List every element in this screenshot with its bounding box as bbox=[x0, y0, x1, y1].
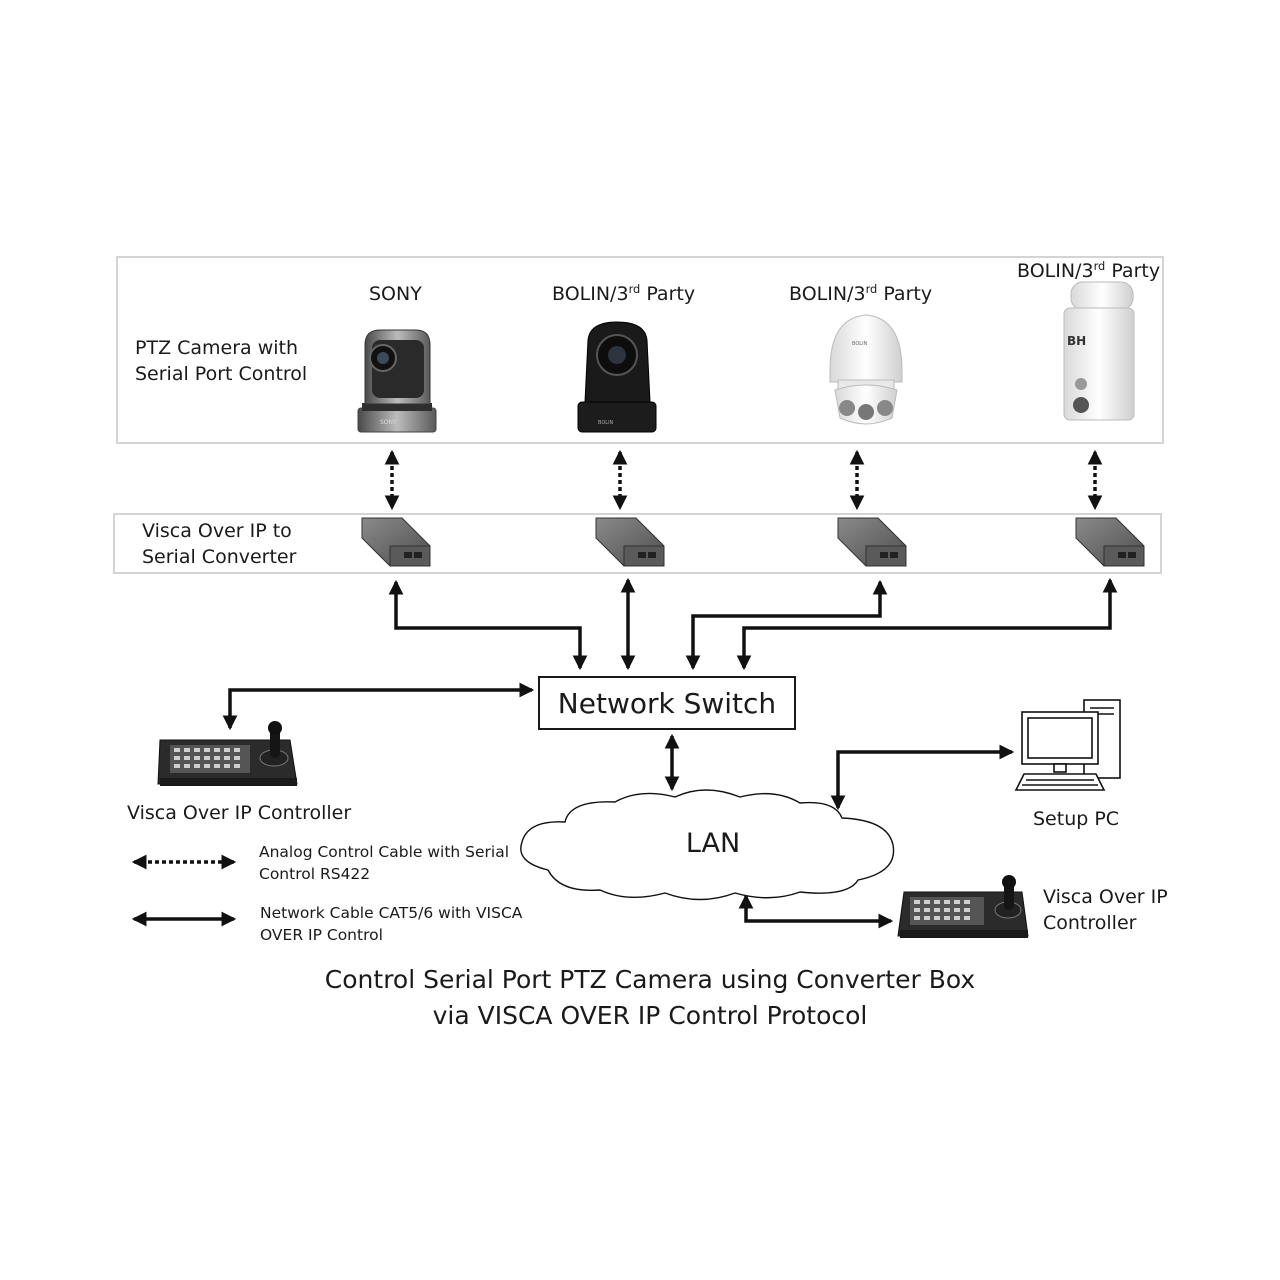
bolin-box-camera-icon: BH bbox=[1063, 281, 1135, 421]
legend-dotted-line2: Control RS422 bbox=[259, 865, 371, 883]
setup-pc-icon bbox=[1014, 699, 1121, 791]
converter-icon bbox=[837, 517, 907, 567]
converter-icon bbox=[595, 517, 665, 567]
controller-left-icon bbox=[157, 721, 298, 786]
camera-brand-sony: SONY bbox=[369, 283, 422, 305]
svg-text:BOLIN: BOLIN bbox=[852, 341, 868, 347]
sony-ptz-camera-icon: SONY bbox=[357, 329, 437, 433]
bolin-dome-camera-icon: BOLIN bbox=[829, 314, 903, 425]
converter-row-label-line2: Serial Converter bbox=[142, 546, 297, 568]
lan-cloud-icon bbox=[520, 789, 895, 901]
diagram-caption: Control Serial Port PTZ Camera using Con… bbox=[290, 962, 1010, 1034]
network-switch: Network Switch bbox=[538, 676, 796, 730]
legend-dotted-line1: Analog Control Cable with Serial bbox=[259, 843, 510, 861]
camera-row-label-line2: Serial Port Control bbox=[135, 363, 308, 385]
caption-line2: via VISCA OVER IP Control Protocol bbox=[432, 1001, 868, 1030]
camera-row-label-line1: PTZ Camera with bbox=[135, 337, 299, 359]
network-cable-conv1 bbox=[388, 579, 588, 671]
svg-text:SONY: SONY bbox=[380, 419, 397, 426]
camera-row-box bbox=[116, 256, 1164, 444]
camera-brand-bolin-3: BOLIN/3rd Party bbox=[1017, 259, 1161, 282]
converter-row-label-line1: Visca Over IP to bbox=[142, 520, 292, 542]
svg-text:BOLIN: BOLIN bbox=[598, 420, 614, 426]
network-cable-conv3 bbox=[685, 579, 888, 671]
converter-icon bbox=[1075, 517, 1145, 567]
legend-dotted-text: Analog Control Cable with Serial Control… bbox=[259, 841, 509, 885]
network-cable-setup-pc bbox=[830, 744, 1015, 811]
network-cable-controller-right bbox=[738, 893, 894, 929]
controller-right-icon bbox=[897, 875, 1029, 938]
controller-left-label: Visca Over IP Controller bbox=[127, 802, 352, 824]
lan-label: LAN bbox=[686, 828, 740, 859]
caption-line1: Control Serial Port PTZ Camera using Con… bbox=[324, 965, 976, 994]
setup-pc-label: Setup PC bbox=[1033, 808, 1120, 830]
converter-row-box bbox=[113, 513, 1162, 574]
legend-solid-line2: OVER IP Control bbox=[260, 926, 383, 944]
bolin-ptz-camera-icon: BOLIN bbox=[577, 321, 657, 433]
serial-connectors bbox=[384, 449, 1103, 511]
svg-text:BH: BH bbox=[1067, 334, 1086, 348]
network-switch-label: Network Switch bbox=[557, 686, 777, 720]
network-cable-controller-left bbox=[222, 682, 535, 731]
controller-right-label: Visca Over IP Controller bbox=[1043, 884, 1168, 936]
controller-right-label-line1: Visca Over IP bbox=[1043, 886, 1168, 908]
controller-right-label-line2: Controller bbox=[1043, 912, 1137, 934]
converter-icon bbox=[361, 517, 431, 567]
network-cable-conv4 bbox=[736, 577, 1118, 671]
camera-brand-bolin-2: BOLIN/3rd Party bbox=[789, 282, 933, 305]
converter-boxes bbox=[361, 517, 1145, 567]
camera-row-label: PTZ Camera with Serial Port Control bbox=[135, 335, 307, 387]
converter-row-label: Visca Over IP to Serial Converter bbox=[142, 518, 296, 570]
legend-solid-text: Network Cable CAT5/6 with VISCA OVER IP … bbox=[260, 902, 522, 946]
network-connectors bbox=[222, 577, 1118, 929]
camera-brand-bolin-1: BOLIN/3rd Party bbox=[552, 282, 696, 305]
legend-solid-line1: Network Cable CAT5/6 with VISCA bbox=[260, 904, 523, 922]
